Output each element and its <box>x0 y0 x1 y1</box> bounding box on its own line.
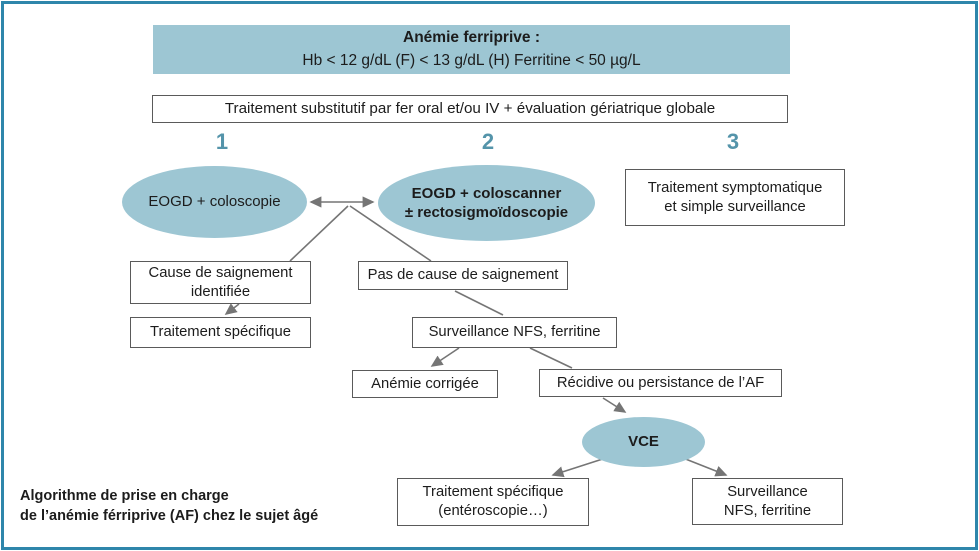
node-traitement-specifique-label: Traitement spécifique <box>150 324 291 341</box>
node-traitement-specifique: Traitement spécifique <box>130 317 311 348</box>
node-surveillance-nfs-label: Surveillance NFS, ferritine <box>428 324 601 341</box>
node-vce-label: VCE <box>628 433 659 451</box>
figure-caption-line2: de l’anémie férriprive (AF) chez le suje… <box>20 508 319 525</box>
node-traitement-symptomatique-line2: et simple surveillance <box>664 198 806 215</box>
node-anemie-corrigee: Anémie corrigée <box>352 370 498 398</box>
node-pas-de-cause: Pas de cause de saignement <box>358 261 568 290</box>
arrow-cause-to-traitement <box>224 303 240 315</box>
figure-caption: Algorithme de prise en charge de l’anémi… <box>20 486 380 527</box>
node-surveillance-nfs-2-line1: Surveillance <box>727 483 808 500</box>
branch-number-1: 1 <box>215 129 229 154</box>
header-criteria: Hb < 12 g/dL (F) < 13 g/dL (H) Ferritine… <box>302 51 641 69</box>
line-surveillance-to-recidive <box>529 347 573 369</box>
node-cause-identifiee-line2: identifiée <box>190 283 251 300</box>
node-surveillance-nfs-2-line2: NFS, ferritine <box>723 502 812 519</box>
node-recidive: Récidive ou persistance de l’AF <box>539 369 782 397</box>
arrow-vce-to-surveillance <box>682 457 728 477</box>
arrow-recidive-to-vce <box>602 397 627 413</box>
node-eogd-coloscanner: EOGD + coloscanner ± rectosigmoïdoscopie <box>378 165 595 241</box>
node-eogd-coloscanner-line1: EOGD + coloscanner <box>411 184 562 202</box>
node-traitement-specifique-enteroscopie: Traitement spécifique (entéroscopie…) <box>397 478 589 526</box>
figure-caption-line1: Algorithme de prise en charge <box>20 488 229 504</box>
node-cause-identifiee-line1: Cause de saignement <box>148 264 293 281</box>
node-eogd-coloscopie: EOGD + coloscopie <box>122 166 307 238</box>
node-traitement-specifique-enteroscopie-line2: (entéroscopie…) <box>438 503 548 519</box>
node-traitement-specifique-enteroscopie-line1: Traitement spécifique <box>422 484 564 501</box>
node-pas-de-cause-label: Pas de cause de saignement <box>367 267 559 284</box>
treatment-bar: Traitement substitutif par fer oral et/o… <box>152 95 788 123</box>
node-traitement-symptomatique: Traitement symptomatique et simple surve… <box>625 169 845 226</box>
node-surveillance-nfs: Surveillance NFS, ferritine <box>412 317 617 348</box>
header-title: Anémie ferriprive : <box>403 29 540 47</box>
node-cause-identifiee: Cause de saignement identifiée <box>130 261 311 304</box>
header-box: Anémie ferriprive : Hb < 12 g/dL (F) < 1… <box>153 25 790 74</box>
node-eogd-coloscanner-line2: ± rectosigmoïdoscopie <box>404 204 569 221</box>
node-anemie-corrigee-label: Anémie corrigée <box>371 375 479 392</box>
node-recidive-label: Récidive ou persistance de l’AF <box>556 374 765 391</box>
node-vce: VCE <box>582 417 705 467</box>
line-pascause-to-surveillance <box>454 290 504 316</box>
node-traitement-symptomatique-line1: Traitement symptomatique <box>647 179 823 196</box>
arrow-surveillance-to-anemie-corrigee <box>430 347 460 367</box>
node-eogd-coloscopie-label: EOGD + coloscopie <box>148 193 281 211</box>
branch-number-3: 3 <box>726 129 740 154</box>
node-surveillance-nfs-2: Surveillance NFS, ferritine <box>692 478 843 525</box>
treatment-bar-label: Traitement substitutif par fer oral et/o… <box>224 100 716 118</box>
branch-number-2: 2 <box>481 129 495 154</box>
